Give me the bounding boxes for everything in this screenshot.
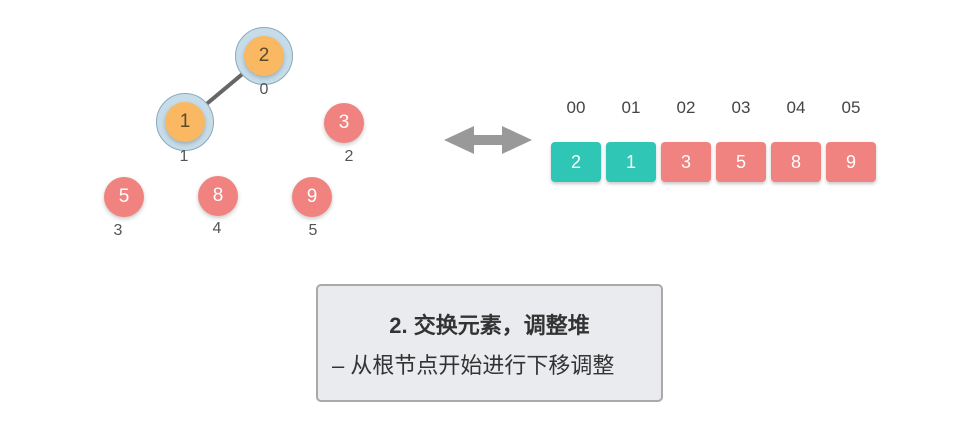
- tree-node-0: 2: [244, 36, 284, 76]
- tree-node-index-4: 4: [212, 220, 222, 237]
- double-arrow-icon: [444, 126, 532, 154]
- array-cell-4: 8: [771, 142, 821, 182]
- tree-node-4: 8: [198, 176, 238, 216]
- tree-node-index-0: 0: [259, 81, 269, 98]
- tree-node-index-2: 2: [344, 148, 354, 165]
- tree-node-index-3: 3: [113, 222, 123, 239]
- tree-node-index-5: 5: [308, 222, 318, 239]
- step-note-subtitle: – 从根节点开始进行下移调整: [332, 353, 615, 378]
- array-index-1: 01: [621, 98, 641, 117]
- array-index-0: 00: [566, 98, 586, 117]
- step-note-box: 2. 交换元素，调整堆 – 从根节点开始进行下移调整: [316, 284, 663, 402]
- tree-node-3: 5: [104, 177, 144, 217]
- array-cell-3: 5: [716, 142, 766, 182]
- array-cell-5: 9: [826, 142, 876, 182]
- array-index-2: 02: [676, 98, 696, 117]
- array-cell-0: 2: [551, 142, 601, 182]
- array-cell-1: 1: [606, 142, 656, 182]
- tree-node-1: 1: [165, 102, 205, 142]
- tree-node-5: 9: [292, 177, 332, 217]
- array-index-3: 03: [731, 98, 751, 117]
- array-index-4: 04: [786, 98, 806, 117]
- tree-node-index-1: 1: [179, 148, 189, 165]
- tree-node-2: 3: [324, 103, 364, 143]
- array-cell-2: 3: [661, 142, 711, 182]
- step-note-title: 2. 交换元素，调整堆: [389, 313, 590, 338]
- array-index-5: 05: [841, 98, 861, 117]
